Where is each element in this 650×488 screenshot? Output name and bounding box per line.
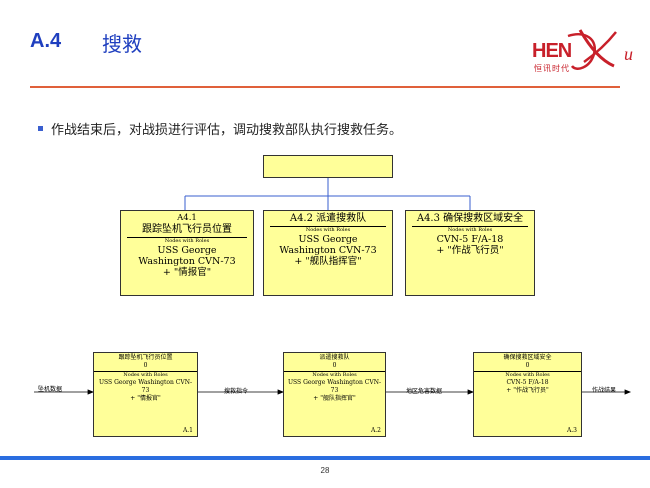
header-divider xyxy=(30,86,620,88)
flow-box-num: 0 xyxy=(332,362,337,369)
logo-swoosh-icon xyxy=(567,29,617,70)
flow-box-corner-id: A.2 xyxy=(370,427,381,434)
node-line: USS George xyxy=(157,245,217,256)
flow-box-name: 跟踪坠机飞行员位置 xyxy=(118,354,173,361)
flow-box-name: 派遣搜救队 xyxy=(319,354,350,361)
bullet-icon xyxy=(38,126,43,131)
node-title: A4.2 派遣搜救队 xyxy=(264,213,392,225)
flow-box-line: + "作战飞行员" xyxy=(506,387,549,394)
flow-box-num: 0 xyxy=(525,362,530,369)
flow-box-line: 73 xyxy=(141,387,150,394)
footer-bar xyxy=(0,456,650,460)
node-line: + "情报官" xyxy=(162,267,212,278)
flow-box-name: 确保搜救区域安全 xyxy=(503,354,552,361)
page-number: 28 xyxy=(320,466,330,475)
hierarchy-node-a43: A4.3 确保搜救区域安全 Nodes with Roles CVN-5 F/A… xyxy=(405,210,535,296)
node-id: A4.2 xyxy=(289,213,313,224)
section-title: 搜救 xyxy=(102,32,142,56)
flow-box-sub: Nodes with Roles xyxy=(123,372,168,378)
flow-box-divider xyxy=(474,371,581,372)
node-sub: Nodes with Roles xyxy=(164,238,210,244)
logo-brand-suffix: u xyxy=(624,44,633,64)
bullet-text: 作战结束后，对战损进行评估，调动搜救部队执行搜救任务。 xyxy=(51,123,403,138)
flow-box-divider xyxy=(94,371,197,372)
flow-box-a2: 派遣搜救队 0 Nodes with Roles USS George Wash… xyxy=(283,352,386,437)
flow-box-corner-id: A.3 xyxy=(566,427,577,434)
flow-box-sub: Nodes with Roles xyxy=(505,372,550,378)
node-title: A4.3 确保搜救区域安全 xyxy=(406,213,534,225)
flow-label-output: 作战结果 xyxy=(592,387,617,394)
hierarchy-node-a41: A4.1 跟踪坠机飞行员位置 Nodes with Roles USS Geor… xyxy=(120,210,254,296)
flow-label-a1-a2: 搜救指令 xyxy=(224,388,249,395)
flow-box-corner-id: A.1 xyxy=(182,427,193,434)
section-number: A.4 xyxy=(30,30,62,52)
logo-brand: HEN xyxy=(532,40,572,62)
node-line: USS George xyxy=(298,234,358,245)
flow-box-a1: 跟踪坠机飞行员位置 0 Nodes with Roles USS George … xyxy=(93,352,198,437)
hierarchy-node-a42: A4.2 派遣搜救队 Nodes with Roles USS George W… xyxy=(263,210,393,296)
node-line: + "舰队指挥官" xyxy=(294,256,362,267)
node-name: 派遣搜救队 xyxy=(316,213,367,224)
node-divider xyxy=(412,226,528,227)
node-name: 确保搜救区域安全 xyxy=(443,213,524,224)
node-line: + "作战飞行员" xyxy=(436,245,504,256)
flow-box-a3: 确保搜救区域安全 0 Nodes with Roles CVN-5 F/A-18… xyxy=(473,352,582,437)
node-name: 跟踪坠机飞行员位置 xyxy=(142,224,232,235)
node-id: A4.1 xyxy=(177,213,197,223)
parent-node-box xyxy=(263,155,393,178)
flow-label-input: 坠机数据 xyxy=(38,386,63,393)
flow-box-divider xyxy=(284,371,385,372)
node-divider xyxy=(270,226,386,227)
flow-box-line: + "舰队指挥官" xyxy=(313,395,356,402)
flow-box-sub: Nodes with Roles xyxy=(312,372,357,378)
bullet-item: 作战结束后，对战损进行评估，调动搜救部队执行搜救任务。 xyxy=(38,119,402,138)
company-logo: HEN u 恒讯时代 xyxy=(528,26,640,78)
logo-brand-cn: 恒讯时代 xyxy=(534,64,570,73)
node-line: Washington CVN-73 xyxy=(279,245,377,256)
flow-box-line: CVN-5 F/A-18 xyxy=(506,379,549,386)
node-sub: Nodes with Roles xyxy=(447,227,493,233)
node-line: Washington CVN-73 xyxy=(138,256,236,267)
node-line: CVN-5 F/A-18 xyxy=(436,234,504,245)
flow-box-line: + "情报官" xyxy=(130,395,161,402)
node-divider xyxy=(127,237,247,238)
flow-box-line: USS George Washington CVN- xyxy=(288,379,381,386)
node-sub: Nodes with Roles xyxy=(305,227,351,233)
flow-box-line: 73 xyxy=(330,387,339,394)
node-id: A4.3 xyxy=(416,213,440,224)
flow-box-num: 0 xyxy=(143,362,148,369)
flow-box-line: USS George Washington CVN- xyxy=(99,379,192,386)
flow-label-a2-a3: 地区危害数据 xyxy=(406,388,443,395)
